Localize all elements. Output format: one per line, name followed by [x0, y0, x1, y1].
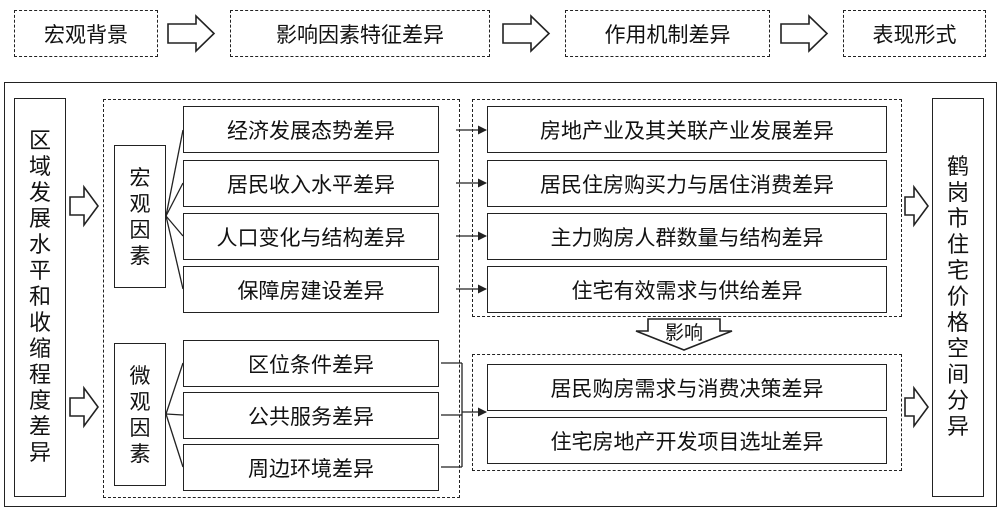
macro-mechanism-region: [472, 99, 902, 317]
header-arrow-3: [780, 14, 829, 53]
macro-factor-affordable-housing: 保障房建设差异: [183, 266, 439, 313]
header-step-factor-differences: 影响因素特征差异: [230, 10, 490, 57]
micro-mechanism-purchase-decision: 居民购房需求与消费决策差异: [487, 364, 887, 411]
macro-factor-population: 人口变化与结构差异: [183, 213, 439, 260]
header-step-macro-background: 宏观背景: [14, 10, 158, 57]
influence-arrow: [635, 318, 733, 351]
right-arrow-macro: [904, 184, 929, 228]
micro-factors-label: 微观因素: [114, 343, 166, 486]
macro-mechanism-real-estate: 房地产业及其关联产业发展差异: [487, 106, 887, 153]
housing-price-differentiation-label: 鹤岗市住宅价格空间分异: [932, 98, 984, 497]
macro-mechanism-buyer-groups: 主力购房人群数量与结构差异: [487, 213, 887, 260]
left-arrow-macro: [69, 184, 99, 228]
main-frame: [4, 82, 997, 507]
micro-factor-environment: 周边环境差异: [183, 444, 439, 491]
header-arrow-2: [502, 14, 551, 53]
left-arrow-micro: [69, 385, 99, 429]
macro-mechanism-supply-demand: 住宅有效需求与供给差异: [487, 266, 887, 313]
header-step-mechanism-differences: 作用机制差异: [565, 10, 770, 57]
right-arrow-micro: [904, 385, 929, 429]
micro-mechanism-site-selection: 住宅房地产开发项目选址差异: [487, 417, 887, 464]
influence-label: 影响: [664, 321, 703, 344]
factors-region: [103, 99, 460, 498]
macro-factor-income: 居民收入水平差异: [183, 160, 439, 207]
macro-mechanism-purchasing-power: 居民住房购买力与居住消费差异: [487, 160, 887, 207]
header-arrow-1: [167, 14, 216, 53]
regional-development-label: 区域发展水平和收缩程度差异: [14, 98, 66, 497]
micro-factor-location: 区位条件差异: [183, 340, 439, 387]
micro-factor-public-services: 公共服务差异: [183, 392, 439, 439]
header-step-manifestation: 表现形式: [843, 10, 986, 57]
macro-factor-economy: 经济发展态势差异: [183, 106, 439, 153]
